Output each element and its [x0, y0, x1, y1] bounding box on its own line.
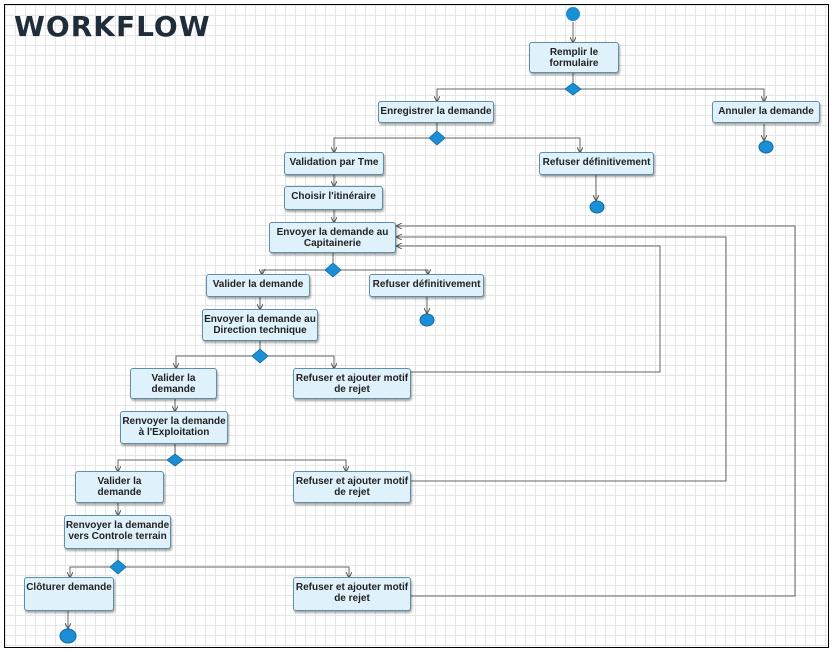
- decision-diamond-2: [428, 130, 446, 146]
- end-node-refuser-2: [419, 313, 435, 327]
- edge-split-1-right: [580, 88, 764, 101]
- node-validation-tme[interactable]: Validation par Tme: [284, 152, 384, 175]
- edge-split-3-left: [262, 270, 326, 274]
- node-label: Validation par Tme: [289, 157, 379, 168]
- node-label: Choisir l'itinéraire: [291, 191, 376, 202]
- node-refuser-definitivement-2[interactable]: Refuser définitivement: [369, 274, 484, 297]
- decision-diamond-3: [324, 262, 342, 278]
- edge-split-5-left: [118, 459, 168, 471]
- end-node-cloturer: [59, 628, 77, 644]
- node-refuser-definitivement-1[interactable]: Refuser définitivement: [539, 152, 654, 175]
- node-refuser-motif-2[interactable]: Refuser et ajouter motif de rejet: [293, 471, 411, 503]
- node-refuser-motif-1[interactable]: Refuser et ajouter motif de rejet: [293, 368, 411, 399]
- edge-split-6-right: [125, 566, 349, 577]
- edge-split-4-right: [267, 355, 334, 368]
- edge-split-1-left: [437, 88, 566, 101]
- node-label: Refuser et ajouter motif de rejet: [295, 373, 409, 395]
- node-renvoyer-controle-terrain[interactable]: Renvoyer la demande vers Controle terrai…: [64, 515, 171, 549]
- node-annuler-demande[interactable]: Annuler la demande: [712, 101, 820, 123]
- diagram-title: WORKFLOW: [14, 10, 211, 43]
- loop-refuser-motif-1: [397, 246, 661, 373]
- node-valider-demande-1[interactable]: Valider la demande: [206, 274, 310, 297]
- node-label: Refuser définitivement: [542, 157, 651, 168]
- node-label: Remplir le formulaire: [549, 47, 599, 69]
- node-label: Refuser et ajouter motif de rejet: [295, 476, 409, 498]
- decision-diamond-6: [109, 559, 127, 575]
- node-valider-demande-2[interactable]: Valider la demande: [130, 368, 217, 399]
- node-envoyer-direction-technique[interactable]: Envoyer la demande au Direction techniqu…: [202, 309, 318, 341]
- loop-refuser-motif-3: [397, 226, 796, 597]
- node-choisir-itineraire[interactable]: Choisir l'itinéraire: [284, 186, 383, 210]
- node-label: Refuser et ajouter motif de rejet: [295, 582, 409, 604]
- node-envoyer-capitainerie[interactable]: Envoyer la demande au Capitainerie: [269, 222, 396, 253]
- edge-split-5-right: [182, 459, 346, 471]
- edge-split-4-left: [176, 355, 253, 368]
- node-label: Annuler la demande: [718, 106, 814, 117]
- decision-diamond-4: [251, 348, 269, 364]
- edge-split-3-right: [340, 270, 428, 274]
- node-cloturer-demande[interactable]: Clôturer demande: [24, 577, 114, 611]
- node-remplir-formulaire[interactable]: Remplir le formulaire: [529, 42, 619, 73]
- loop-refuser-motif-2: [397, 237, 727, 482]
- node-label: Clôturer demande: [26, 582, 112, 593]
- node-label: Valider la demande: [212, 279, 304, 290]
- start-node: [566, 7, 580, 21]
- node-refuser-motif-3[interactable]: Refuser et ajouter motif de rejet: [293, 577, 411, 611]
- node-label: Envoyer la demande au Direction techniqu…: [204, 314, 316, 336]
- node-renvoyer-exploitation[interactable]: Renvoyer la demande à l'Exploitation: [120, 411, 228, 444]
- edge-split-2-right: [444, 137, 580, 152]
- node-enregistrer-demande[interactable]: Enregistrer la demande: [378, 101, 494, 123]
- end-node-refuser-1: [589, 200, 605, 214]
- node-label: Valider la demande: [151, 373, 196, 395]
- end-node-annuler: [758, 140, 774, 154]
- edge-split-6-left: [70, 566, 111, 577]
- edge-split-2-left: [334, 137, 430, 152]
- node-label: Valider la demande: [97, 476, 142, 498]
- node-label: Renvoyer la demande à l'Exploitation: [122, 416, 226, 438]
- node-label: Renvoyer la demande vers Controle terrai…: [65, 520, 170, 542]
- node-valider-demande-3[interactable]: Valider la demande: [75, 471, 164, 503]
- decision-diamond-5: [166, 453, 184, 467]
- node-label: Enregistrer la demande: [380, 106, 492, 117]
- node-label: Refuser définitivement: [372, 279, 481, 290]
- decision-diamond-1: [564, 82, 582, 96]
- node-label: Envoyer la demande au Capitainerie: [276, 227, 389, 249]
